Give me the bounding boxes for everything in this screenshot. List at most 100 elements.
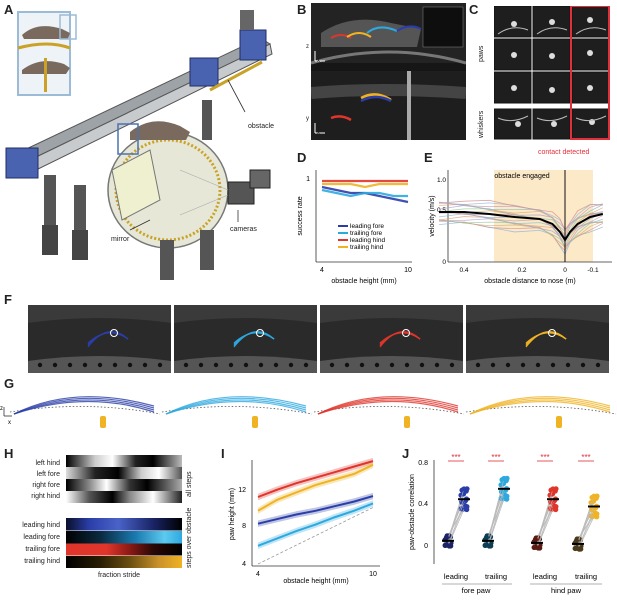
contact-highlight-box xyxy=(570,5,610,140)
j-point xyxy=(594,514,600,520)
i-ytick: 8 xyxy=(242,523,246,530)
i-xlabel: obstacle height (mm) xyxy=(283,578,348,585)
h-row-label: trailing hind xyxy=(24,558,60,565)
f-wheel-hole xyxy=(490,362,496,368)
d-legend: leading fore trailing fore leading hind … xyxy=(338,223,385,251)
e-xtick: 0.4 xyxy=(459,267,468,274)
f-wheel-hole xyxy=(475,362,481,368)
inset-mouse-top xyxy=(22,26,70,39)
f-wheel-hole xyxy=(142,362,148,368)
j-pair-line xyxy=(487,488,505,538)
j-point xyxy=(553,506,559,513)
f-frame-body xyxy=(174,305,317,323)
h-top-row-labels: left hind left fore right fore right hin… xyxy=(16,458,60,502)
j-point xyxy=(483,534,489,541)
j-ytick: 0 xyxy=(424,543,428,550)
h-row-label: right hind xyxy=(31,493,60,500)
panel-i-letter: I xyxy=(221,446,225,461)
d-xtick: 4 xyxy=(320,267,324,274)
g-x-label: x xyxy=(8,420,11,426)
h-row-label: left fore xyxy=(36,471,60,478)
g-baseline xyxy=(313,406,465,415)
panel-f-overlay-frames xyxy=(28,305,609,373)
f-wheel-hole xyxy=(157,362,163,368)
f-paw-trajectory xyxy=(233,331,275,348)
j-bottom-label: hind paw xyxy=(551,586,582,595)
panel-b-z-label: z xyxy=(306,44,309,50)
j-point xyxy=(446,543,452,549)
f-obstacle-marker xyxy=(548,329,556,337)
j-pair-line xyxy=(577,506,595,541)
g-obstacle xyxy=(252,416,258,428)
h-row-label: leading fore xyxy=(23,534,60,541)
f-wheel-hole xyxy=(344,362,350,368)
panel-a-letter: A xyxy=(4,2,14,17)
e-trial-trace xyxy=(438,220,603,252)
f-wheel-hole xyxy=(127,362,133,368)
f-wheel-hole xyxy=(565,362,571,368)
f-wheel-hole xyxy=(37,362,43,368)
h-obstacle-steps-heatmap xyxy=(66,518,182,568)
panel-g-letter: G xyxy=(4,376,15,391)
d-legend-item: leading hind xyxy=(350,237,385,244)
e-trial-trace xyxy=(438,202,603,232)
g-trajectory xyxy=(165,400,307,415)
j-point xyxy=(443,534,449,541)
panel-e-chart: obstacle engaged 1.0 0.5 0 0.4 0.2 0 -0.… xyxy=(429,170,612,285)
j-point xyxy=(464,506,470,513)
j-pair-line xyxy=(577,509,595,549)
cameras-label: cameras xyxy=(230,226,257,233)
i-ylabel: paw height (mm) xyxy=(229,488,236,540)
mirror-plate xyxy=(111,149,161,221)
f-wheel-hole xyxy=(303,362,309,368)
f-wheel-hole xyxy=(434,362,440,368)
f-frame-body xyxy=(466,305,609,323)
f-wheel-hole xyxy=(404,362,410,368)
h-top-side-label: all steps xyxy=(186,471,193,497)
d-legend-item: trailing hind xyxy=(350,244,384,251)
panel-b-y-label: y xyxy=(306,116,309,122)
e-ylabel: velocity (m/s) xyxy=(429,195,436,236)
wheel-mouse xyxy=(130,121,190,140)
j-point xyxy=(504,496,510,502)
g-z-label: z xyxy=(0,406,3,412)
j-sig-stars: *** xyxy=(451,453,460,462)
f-wheel-hole xyxy=(112,362,118,368)
i-series-band xyxy=(258,457,373,501)
d-series-line xyxy=(321,188,408,198)
f-wheel-hole xyxy=(505,362,511,368)
e-mean-line xyxy=(439,211,604,242)
f-wheel-hole xyxy=(580,362,586,368)
f-paw-trajectory xyxy=(525,331,567,348)
d-series-line xyxy=(322,182,408,189)
f-wheel-hole xyxy=(273,362,279,368)
g-baseline xyxy=(9,406,161,415)
j-pair-line xyxy=(447,501,465,546)
f-wheel-hole xyxy=(595,362,601,368)
f-obstacle-marker xyxy=(256,329,264,337)
d-xtick: 10 xyxy=(404,267,412,274)
i-unity-line xyxy=(257,506,375,565)
j-group-label: trailing xyxy=(485,572,507,581)
i-series-band xyxy=(258,461,373,515)
f-wheel-hole xyxy=(243,362,249,368)
panel-c-contact-caption: contact detected xyxy=(538,149,590,156)
j-point xyxy=(590,498,597,504)
panel-c-frame-grid xyxy=(493,5,610,140)
g-trajectory xyxy=(317,396,459,415)
f-obstacle-marker xyxy=(402,329,410,337)
d-xlabel: obstacle height (mm) xyxy=(331,278,396,285)
h-xlabel: fraction stride xyxy=(98,572,141,579)
j-point xyxy=(573,538,579,544)
j-point xyxy=(500,480,507,487)
i-series-line xyxy=(257,502,374,547)
e-trial-trace xyxy=(438,219,603,248)
i-series-line xyxy=(257,495,374,525)
d-series-line xyxy=(321,185,409,204)
f-wheel-hole xyxy=(67,362,73,368)
panel-j-chart: 0.8 0.4 0 paw-obstacle correlation *****… xyxy=(409,453,602,595)
e-xtick: -0.1 xyxy=(587,267,599,274)
e-trial-trace xyxy=(438,199,603,232)
e-title: obstacle engaged xyxy=(494,173,549,180)
f-wheel-hole xyxy=(97,362,103,368)
